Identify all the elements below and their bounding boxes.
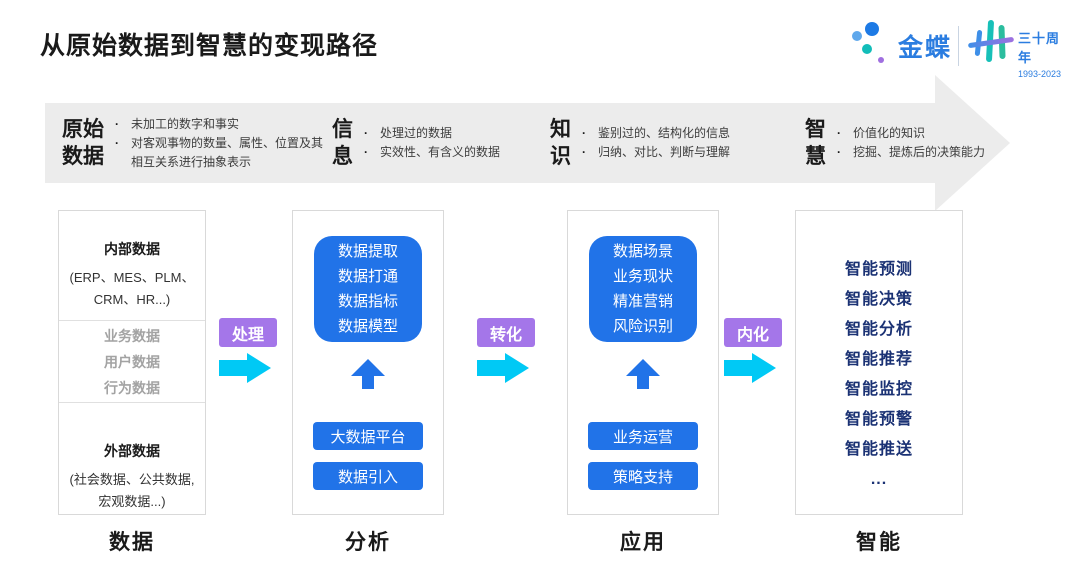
column-label-analysis: 分析: [345, 531, 391, 554]
bullet-dot: ·: [837, 126, 841, 140]
stage-information-name: 信 息: [332, 118, 353, 168]
analysis-box-line: 数据提取: [337, 243, 398, 260]
up-arrow-icon: [351, 359, 385, 391]
application-box-line: 风险识别: [612, 318, 673, 335]
point-text: 鉴别过的、结构化的信息: [598, 126, 731, 140]
business-operation-button: 业务运营: [588, 422, 698, 450]
big-data-platform-button: 大数据平台: [313, 422, 423, 450]
stage-wisdom-name: 智 慧: [805, 118, 826, 168]
bullet-dot: ·: [837, 145, 841, 159]
stage-raw-data-name: 原始 数据: [62, 118, 104, 168]
stage-information-points: · 处理过的数据 · 实效性、有含义的数据: [364, 124, 539, 162]
external-data-title: 外部数据: [104, 443, 160, 459]
right-arrow-icon: [219, 353, 273, 383]
intelligence-item: 智能预警: [844, 411, 913, 428]
middle-data-item: 行为数据: [104, 379, 160, 396]
logo-dot-teal: [862, 44, 872, 54]
column-label-intelligence: 智能: [856, 531, 902, 554]
analysis-box-line: 数据打通: [337, 268, 398, 285]
point-text: 价值化的知识: [853, 126, 926, 140]
bullet-dot: ·: [582, 126, 586, 140]
bullet-dot: ·: [115, 135, 119, 150]
analysis-box-line: 数据模型: [337, 318, 398, 335]
column-application: 数据场景 业务现状 精准营销 风险识别 业务运营 策略支持: [567, 210, 719, 515]
banner-arrowhead: [935, 75, 1010, 211]
bullet-dot: ·: [582, 145, 586, 159]
application-box-line: 业务现状: [612, 268, 673, 285]
intelligence-item: 智能分析: [844, 321, 913, 338]
anniversary-years: 1993-2023: [1018, 69, 1062, 79]
bullet-dot: ·: [115, 116, 119, 131]
point-text: 归纳、对比、判断与理解: [598, 145, 731, 159]
analysis-box-line: 数据指标: [337, 293, 398, 310]
right-arrow-icon: [724, 353, 778, 383]
anniversary-text: 三十周年 1993-2023: [1018, 28, 1068, 79]
stage-knowledge-name: 知 识: [550, 118, 571, 168]
intelligence-list: 智能预测 智能决策 智能分析 智能推荐 智能监控 智能预警 智能推送 ...: [796, 255, 962, 495]
internal-data-title: 内部数据: [104, 241, 160, 257]
anniversary-30-icon: [967, 18, 1015, 70]
application-big-box: 数据场景 业务现状 精准营销 风险识别: [589, 236, 697, 342]
bullet-dot: ·: [364, 145, 368, 159]
intelligence-item-ellipsis: ...: [870, 471, 888, 488]
stage-wisdom-points: · 价值化的知识 · 挖掘、提炼后的决策能力: [837, 124, 1022, 162]
external-data-subtitle: (社会数据、公共数据, 宏观数据...): [69, 472, 195, 509]
logo-dot-blue: [865, 22, 879, 36]
middle-data-section: 业务数据 用户数据 行为数据: [59, 321, 205, 403]
point-text: 未加工的数字和事实: [131, 116, 240, 131]
anniversary-title: 三十周年: [1018, 31, 1061, 65]
internal-data-subtitle: (ERP、MES、PLM、CRM、HR...): [69, 270, 195, 307]
point-text: 挖掘、提炼后的决策能力: [853, 145, 986, 159]
column-data: 内部数据 (ERP、MES、PLM、CRM、HR...) 业务数据 用户数据 行…: [58, 210, 206, 515]
kingdee-brand-text: 金蝶: [898, 34, 953, 62]
data-import-button: 数据引入: [313, 462, 423, 490]
bullet-dot: ·: [364, 126, 368, 140]
intelligence-item: 智能推荐: [844, 351, 913, 368]
stage-raw-data-points: · 未加工的数字和事实 · 对客观事物的数量、属性、位置及其相互关系进行抽象表示: [115, 115, 327, 172]
point-text: 实效性、有含义的数据: [380, 145, 501, 159]
kingdee-logo: 金蝶 三十周年 1993-2023: [848, 18, 1068, 79]
stage-information: 信 息 · 处理过的数据 · 实效性、有含义的数据: [332, 103, 539, 183]
stage-raw-data: 原始 数据 · 未加工的数字和事实 · 对客观事物的数量、属性、位置及其相互关系进行…: [62, 103, 327, 183]
connector-internalize: 内化: [724, 318, 786, 383]
column-analysis: 数据提取 数据打通 数据指标 数据模型 大数据平台 数据引入: [292, 210, 444, 515]
internal-data-section: 内部数据 (ERP、MES、PLM、CRM、HR...): [59, 211, 205, 321]
application-box-line: 精准营销: [612, 293, 673, 310]
stage-knowledge: 知 识 · 鉴别过的、结构化的信息 · 归纳、对比、判断与理解: [550, 103, 787, 183]
right-arrow-icon: [477, 353, 531, 383]
external-data-section: 外部数据 (社会数据、公共数据, 宏观数据...): [59, 403, 205, 516]
transform-label: 转化: [477, 318, 535, 347]
column-label-data: 数据: [109, 531, 155, 554]
point-text: 处理过的数据: [380, 126, 453, 140]
column-intelligence: 智能预测 智能决策 智能分析 智能推荐 智能监控 智能预警 智能推送 ...: [795, 210, 963, 515]
logo-dot-purple: [878, 57, 884, 63]
connector-process: 处理: [219, 318, 281, 383]
middle-data-item: 业务数据: [104, 327, 160, 344]
page-title: 从原始数据到智慧的变现路径: [40, 32, 379, 60]
intelligence-item: 智能监控: [844, 381, 913, 398]
point-text: 对客观事物的数量、属性、位置及其相互关系进行抽象表示: [131, 135, 324, 169]
internalize-label: 内化: [724, 318, 782, 347]
logo-divider: [958, 26, 959, 66]
connector-transform: 转化: [477, 318, 539, 383]
middle-data-item: 用户数据: [104, 353, 160, 370]
kingdee-dots-icon: [848, 18, 890, 68]
stage-wisdom: 智 慧 · 价值化的知识 · 挖掘、提炼后的决策能力: [805, 103, 1022, 183]
process-label: 处理: [219, 318, 277, 347]
up-arrow-icon: [626, 359, 660, 391]
application-box-line: 数据场景: [612, 243, 673, 260]
stage-knowledge-points: · 鉴别过的、结构化的信息 · 归纳、对比、判断与理解: [582, 124, 787, 162]
column-label-application: 应用: [620, 531, 666, 554]
intelligence-item: 智能决策: [844, 291, 913, 308]
strategy-support-button: 策略支持: [588, 462, 698, 490]
intelligence-item: 智能预测: [844, 261, 913, 278]
logo-dot-lightblue: [852, 31, 862, 41]
dikw-arrow-banner: 原始 数据 · 未加工的数字和事实 · 对客观事物的数量、属性、位置及其相互关系进行…: [45, 75, 1010, 211]
analysis-big-box: 数据提取 数据打通 数据指标 数据模型: [314, 236, 422, 342]
intelligence-item: 智能推送: [844, 441, 913, 458]
